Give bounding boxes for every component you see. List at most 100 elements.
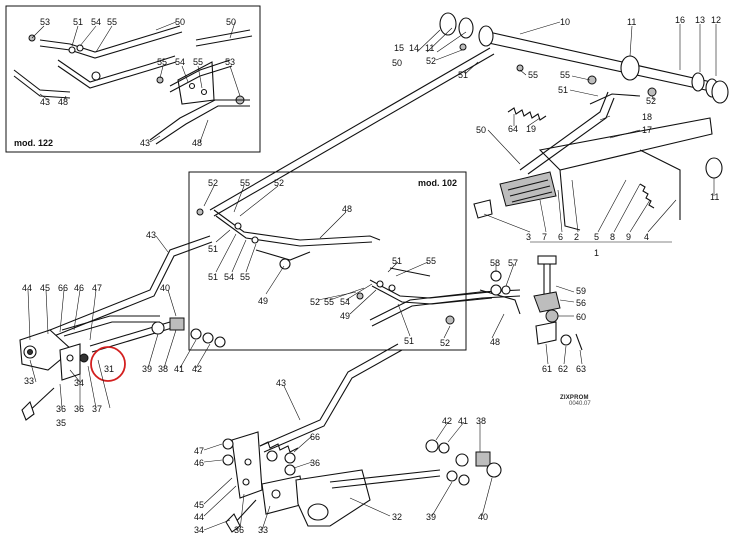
callout: 50 bbox=[476, 125, 486, 135]
callout: 3 bbox=[526, 232, 531, 242]
inset-mod-102-drawing bbox=[196, 208, 493, 325]
highlight-circle-part-31 bbox=[90, 346, 126, 382]
callout: 52 bbox=[646, 96, 656, 106]
callout: 8 bbox=[610, 232, 615, 242]
callout: 36 bbox=[74, 404, 84, 414]
callout: 53 bbox=[40, 17, 50, 27]
right-hardware bbox=[490, 255, 583, 351]
callout: 51 bbox=[458, 70, 468, 80]
callout: 40 bbox=[160, 283, 170, 293]
callout: 18 bbox=[642, 112, 652, 122]
callout: 6 bbox=[558, 232, 563, 242]
callout: 49 bbox=[258, 296, 268, 306]
leader-lines bbox=[27, 21, 717, 531]
callout: 55 bbox=[240, 272, 250, 282]
callout: 43 bbox=[146, 230, 156, 240]
callout: 9 bbox=[626, 232, 631, 242]
callout: 61 bbox=[542, 364, 552, 374]
callout: 42 bbox=[442, 416, 452, 426]
callout: 58 bbox=[490, 258, 500, 268]
callout: 43 bbox=[40, 97, 50, 107]
callout: 48 bbox=[342, 204, 352, 214]
callout: 51 bbox=[558, 85, 568, 95]
callout: 44 bbox=[194, 512, 204, 522]
callout: 41 bbox=[174, 364, 184, 374]
inset-label-mod-122: mod. 122 bbox=[14, 138, 53, 148]
callout: 45 bbox=[194, 500, 204, 510]
bent-rod-48 bbox=[369, 289, 521, 327]
brand-logo: ZIXPROM 0040.07 bbox=[560, 395, 620, 407]
callout: 50 bbox=[226, 17, 236, 27]
callout: 63 bbox=[576, 364, 586, 374]
callout: 60 bbox=[576, 312, 586, 322]
lower-rod-43 bbox=[259, 343, 403, 453]
long-rod-50 bbox=[209, 47, 495, 217]
callout: 52 bbox=[274, 178, 284, 188]
callout: 11 bbox=[710, 192, 719, 202]
callout: 62 bbox=[558, 364, 568, 374]
callout: 51 bbox=[208, 272, 218, 282]
callout: 36 bbox=[310, 458, 320, 468]
callout: 57 bbox=[508, 258, 518, 268]
callout: 33 bbox=[24, 376, 34, 386]
callout: 36 bbox=[56, 404, 66, 414]
callout: 52 bbox=[310, 297, 320, 307]
callout: 44 bbox=[22, 283, 32, 293]
brand-name: ZIXPROM bbox=[560, 395, 589, 401]
callout: 55 bbox=[157, 57, 167, 67]
callout: 64 bbox=[508, 124, 518, 134]
inset-label-mod-102: mod. 102 bbox=[418, 178, 457, 188]
callout: 4 bbox=[644, 232, 649, 242]
callout: 5 bbox=[594, 232, 599, 242]
callout: 38 bbox=[476, 416, 486, 426]
callout: 37 bbox=[92, 404, 102, 414]
callout: 66 bbox=[58, 283, 68, 293]
callout: 52 bbox=[208, 178, 218, 188]
inset-frame-mod-102 bbox=[188, 171, 467, 351]
callout: 55 bbox=[528, 70, 538, 80]
callout: 56 bbox=[576, 298, 586, 308]
callout: 66 bbox=[310, 432, 320, 442]
callout: 35 bbox=[56, 418, 66, 428]
callout: 54 bbox=[91, 17, 101, 27]
callout: 55 bbox=[560, 70, 570, 80]
callout: 55 bbox=[324, 297, 334, 307]
callout: 47 bbox=[194, 446, 204, 456]
callout: 19 bbox=[526, 124, 536, 134]
callout: 45 bbox=[40, 283, 50, 293]
callout: 36 bbox=[234, 525, 244, 535]
callout: 50 bbox=[392, 58, 402, 68]
callout: 10 bbox=[560, 17, 570, 27]
rear-axle-assembly bbox=[439, 12, 729, 243]
callout: 39 bbox=[142, 364, 152, 374]
callout: 54 bbox=[340, 297, 350, 307]
callout-highlighted: 31 bbox=[104, 364, 114, 374]
callout: 50 bbox=[175, 17, 185, 27]
callout: 55 bbox=[107, 17, 117, 27]
callout: 38 bbox=[158, 364, 168, 374]
callout: 51 bbox=[73, 17, 83, 27]
inset-mod-122-drawing bbox=[13, 25, 253, 145]
callout: 39 bbox=[426, 512, 436, 522]
callout: 7 bbox=[542, 232, 547, 242]
callout: 34 bbox=[74, 378, 84, 388]
callout: 54 bbox=[224, 272, 234, 282]
callout: 51 bbox=[392, 256, 402, 266]
callout: 42 bbox=[192, 364, 202, 374]
callout: 11 bbox=[627, 17, 636, 27]
callout: 48 bbox=[490, 337, 500, 347]
callout: 53 bbox=[225, 57, 235, 67]
callout-numbers: 53 51 54 55 50 50 55 54 55 53 43 48 43 4… bbox=[22, 15, 721, 535]
callout: 14 bbox=[409, 43, 419, 53]
callout: 1 bbox=[594, 248, 599, 258]
callout: 11 bbox=[425, 43, 434, 53]
callout: 48 bbox=[58, 97, 68, 107]
callout: 16 bbox=[675, 15, 685, 25]
callout: 33 bbox=[258, 525, 268, 535]
callout: 46 bbox=[74, 283, 84, 293]
callout: 52 bbox=[440, 338, 450, 348]
callout: 48 bbox=[192, 138, 202, 148]
callout: 54 bbox=[175, 57, 185, 67]
callout: 46 bbox=[194, 458, 204, 468]
